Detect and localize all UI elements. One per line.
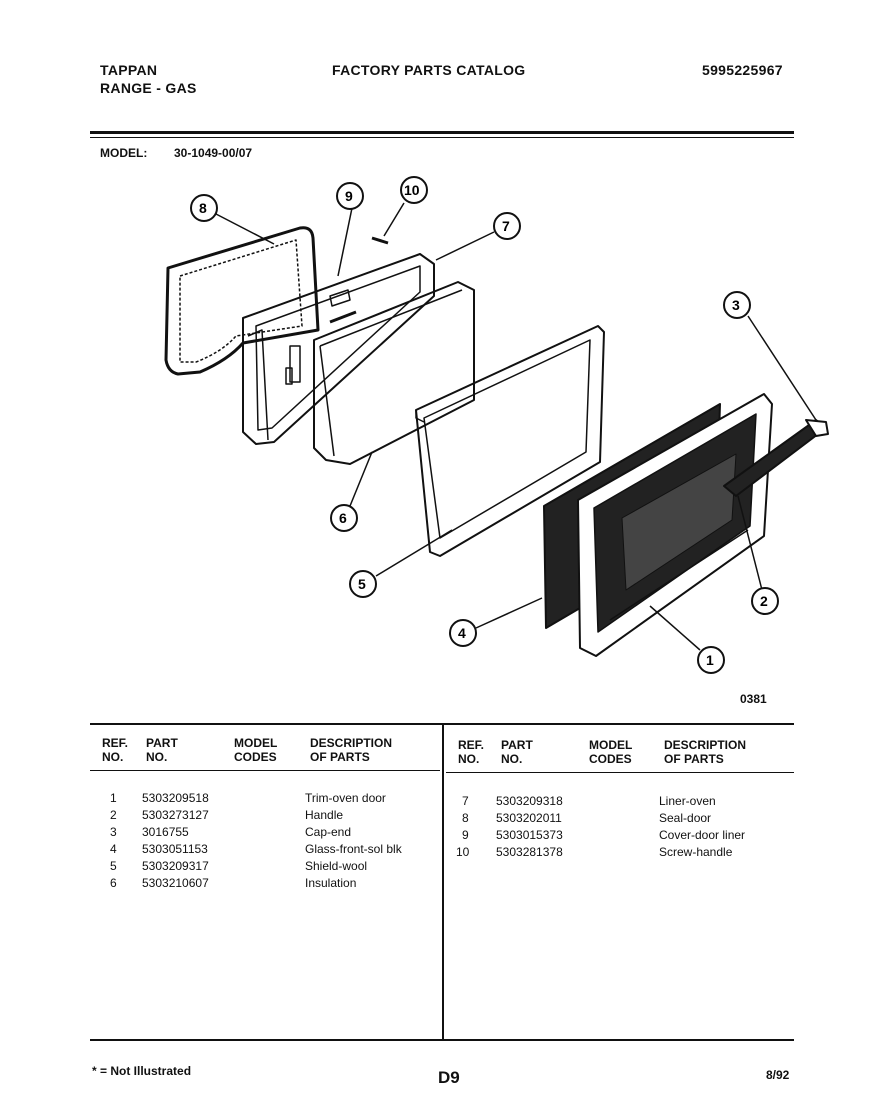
part-no: 5303273127: [142, 808, 209, 822]
svg-text:8: 8: [199, 200, 207, 216]
part-description: Cover-door liner: [659, 828, 746, 842]
handle-part: [723, 419, 829, 497]
left-header-part: PART NO.: [146, 736, 178, 764]
part-no: 5303209317: [142, 859, 209, 873]
ref-no: 3: [110, 825, 117, 839]
part-description: Insulation: [305, 876, 357, 890]
callout-6: 6: [330, 504, 358, 532]
part-no: 5303015373: [496, 828, 563, 842]
right-header-rule: [446, 772, 794, 773]
svg-text:10: 10: [404, 182, 420, 198]
callout-10: 10: [400, 176, 428, 204]
ref-no: 8: [462, 811, 469, 825]
part-description: Trim-oven door: [305, 791, 386, 805]
revision-date: 8/92: [766, 1068, 790, 1082]
callout-9: 9: [336, 182, 364, 210]
ref-no: 2: [110, 808, 117, 822]
right-header-part: PART NO.: [501, 738, 533, 766]
table-center-divider: [442, 723, 444, 1041]
product-type: RANGE - GAS: [100, 80, 197, 96]
screw-part: [371, 236, 389, 245]
callout-1: 1: [697, 646, 725, 674]
ref-no: 4: [110, 842, 117, 856]
shield-part: [415, 325, 605, 557]
callout-3: 3: [723, 291, 751, 319]
part-description: Cap-end: [305, 825, 352, 839]
svg-text:6: 6: [339, 510, 347, 526]
ref-no: 10: [456, 845, 470, 859]
part-no: 5303051153: [142, 842, 208, 856]
svg-text:1: 1: [706, 652, 714, 668]
part-description: Handle: [305, 808, 344, 822]
callout-5: 5: [349, 570, 377, 598]
callout-2: 2: [751, 587, 779, 615]
insulation-part: [313, 281, 475, 465]
part-no: 5303281378: [496, 845, 563, 859]
header-rule-thin: [90, 137, 794, 138]
svg-text:3: 3: [732, 297, 740, 313]
part-description: Glass-front-sol blk: [305, 842, 402, 856]
table-bottom-rule: [90, 1039, 794, 1041]
part-description: Screw-handle: [659, 845, 733, 859]
part-no: 5303210607: [142, 876, 209, 890]
part-description: Seal-door: [659, 811, 712, 825]
svg-text:7: 7: [502, 218, 510, 234]
svg-text:2: 2: [760, 593, 768, 609]
part-no: 5303209318: [496, 794, 563, 808]
model-label: MODEL:: [100, 146, 148, 160]
part-no: 3016755: [142, 825, 189, 839]
svg-text:4: 4: [458, 625, 466, 641]
callout-4: 4: [449, 619, 477, 647]
svg-text:9: 9: [345, 188, 353, 204]
model-value: 30-1049-00/07: [174, 146, 253, 160]
door-liner-part: [242, 253, 435, 445]
left-header-ref: REF. NO.: [102, 736, 129, 764]
catalog-title: FACTORY PARTS CATALOG: [332, 62, 526, 78]
ref-no: 9: [462, 828, 469, 842]
ref-no: 7: [462, 794, 469, 808]
page-number: D9: [438, 1068, 460, 1087]
left-header-codes: MODEL CODES: [234, 736, 278, 764]
exploded-door-diagram: 8 9 10 7 3 2 1 4 5 6: [164, 176, 829, 674]
callout-7: 7: [493, 212, 521, 240]
trim-frame-part: [577, 393, 773, 657]
part-description: Liner-oven: [659, 794, 716, 808]
ref-no: 1: [110, 791, 117, 805]
part-description: Shield-wool: [305, 859, 368, 873]
left-header-rule: [90, 770, 440, 771]
part-no: 5303202011: [496, 811, 562, 825]
brand-name: TAPPAN: [100, 62, 158, 78]
right-header-ref: REF. NO.: [458, 738, 485, 766]
ref-no: 5: [110, 859, 117, 873]
part-no: 5303209518: [142, 791, 209, 805]
left-header-description: DESCRIPTION OF PARTS: [310, 736, 393, 764]
right-header-codes: MODEL CODES: [589, 738, 633, 766]
ref-no: 6: [110, 876, 117, 890]
not-illustrated-note: * = Not Illustrated: [92, 1064, 192, 1078]
door-seal-part: [164, 226, 320, 376]
catalog-number: 5995225967: [702, 62, 783, 78]
header-rule-thick: [90, 131, 794, 134]
callout-8: 8: [190, 194, 218, 222]
right-header-description: DESCRIPTION OF PARTS: [664, 738, 747, 766]
svg-text:5: 5: [358, 576, 366, 592]
diagram-code: 0381: [740, 692, 767, 706]
